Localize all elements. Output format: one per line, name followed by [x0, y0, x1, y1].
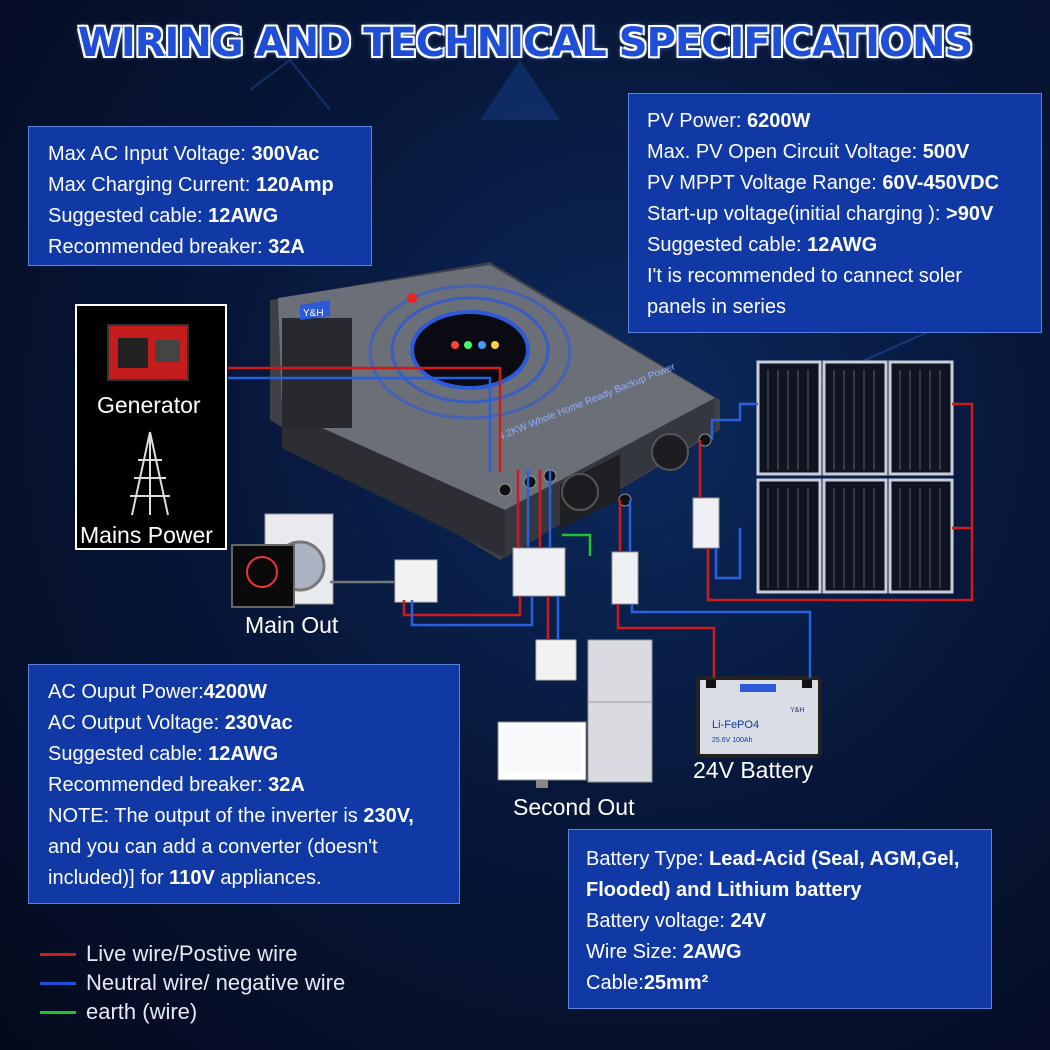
legend-swatch — [40, 1010, 76, 1014]
main-out-label: Main Out — [245, 612, 339, 638]
generator-label: Generator — [97, 392, 201, 418]
second-out-label: Second Out — [513, 794, 635, 820]
legend-neutral: Neutral wire/ negative wire — [40, 969, 345, 997]
spec-line: Recommended breaker: 32A — [48, 236, 305, 258]
ac-output-spec-box: AC Ouput Power:4200W AC Output Voltage: … — [28, 664, 460, 904]
legend-live: Live wire/Postive wire — [40, 940, 298, 968]
spec-line: Battery Type: Lead-Acid (Seal, AGM,Gel, — [586, 848, 960, 870]
spec-line: included)] for 110V appliances. — [48, 867, 322, 889]
spec-line: Wire Size: 2AWG — [586, 941, 742, 963]
ac-input-spec-box: Max AC Input Voltage: 300Vac Max Chargin… — [28, 126, 372, 266]
spec-line: PV Power: 6200W — [647, 110, 811, 132]
spec-line: Max Charging Current: 120Amp — [48, 174, 334, 196]
legend-earth: earth (wire) — [40, 998, 197, 1026]
breakers — [512, 497, 720, 605]
spec-line: AC Output Voltage: 230Vac — [48, 712, 293, 734]
battery-brand: Y&H — [790, 707, 804, 714]
legend-swatch — [40, 952, 76, 956]
legend-label: earth (wire) — [86, 999, 198, 1024]
spec-line: Max AC Input Voltage: 300Vac — [48, 143, 320, 165]
spec-line: and you can add a converter (doesn't — [48, 836, 378, 858]
inverter-brand: Y&H — [303, 308, 324, 319]
battery-label: 24V Battery — [693, 757, 814, 783]
legend-label: Live wire/Postive wire — [86, 941, 298, 966]
page-title: WIRING AND TECHNICAL SPECIFICATIONS — [77, 20, 974, 66]
spec-line: Start-up voltage(initial charging ): >90… — [647, 203, 994, 225]
battery-spec: 25.6V 100Ah — [712, 737, 753, 744]
battery-unit: Li-FePO4 25.6V 100Ah Y&H — [696, 676, 822, 758]
spec-line: panels in series — [647, 296, 786, 318]
spec-line: Suggested cable: 12AWG — [647, 234, 878, 256]
battery-spec-box: Battery Type: Lead-Acid (Seal, AGM,Gel, … — [568, 829, 992, 1009]
spec-line: PV MPPT Voltage Range: 60V-450VDC — [647, 172, 1000, 194]
spec-line: Max. PV Open Circuit Voltage: 500V — [647, 141, 970, 163]
spec-line: Suggested cable: 12AWG — [48, 743, 279, 765]
legend-swatch — [40, 981, 76, 985]
main-out-appliances — [231, 513, 438, 608]
spec-line: I't is recommended to cannect soler — [647, 265, 963, 287]
second-out-appliances — [497, 639, 653, 788]
spec-line: Cable:25mm² — [586, 972, 709, 994]
pv-spec-box: PV Power: 6200W Max. PV Open Circuit Vol… — [628, 93, 1042, 333]
wires — [228, 366, 974, 678]
legend-label: Neutral wire/ negative wire — [86, 970, 346, 995]
spec-line: NOTE: The output of the inverter is 230V… — [48, 805, 414, 827]
solar-panels — [756, 360, 954, 594]
spec-line: Recommended breaker: 32A — [48, 774, 305, 796]
spec-line: Battery voltage: 24V — [586, 910, 767, 932]
spec-line: Flooded) and Lithium battery — [586, 879, 862, 901]
spec-line: AC Ouput Power:4200W — [48, 681, 267, 703]
mains-power-label: Mains Power — [80, 522, 213, 548]
spec-line: Suggested cable: 12AWG — [48, 205, 279, 227]
source-box — [75, 304, 227, 550]
battery-chem: Li-FePO4 — [712, 719, 759, 731]
